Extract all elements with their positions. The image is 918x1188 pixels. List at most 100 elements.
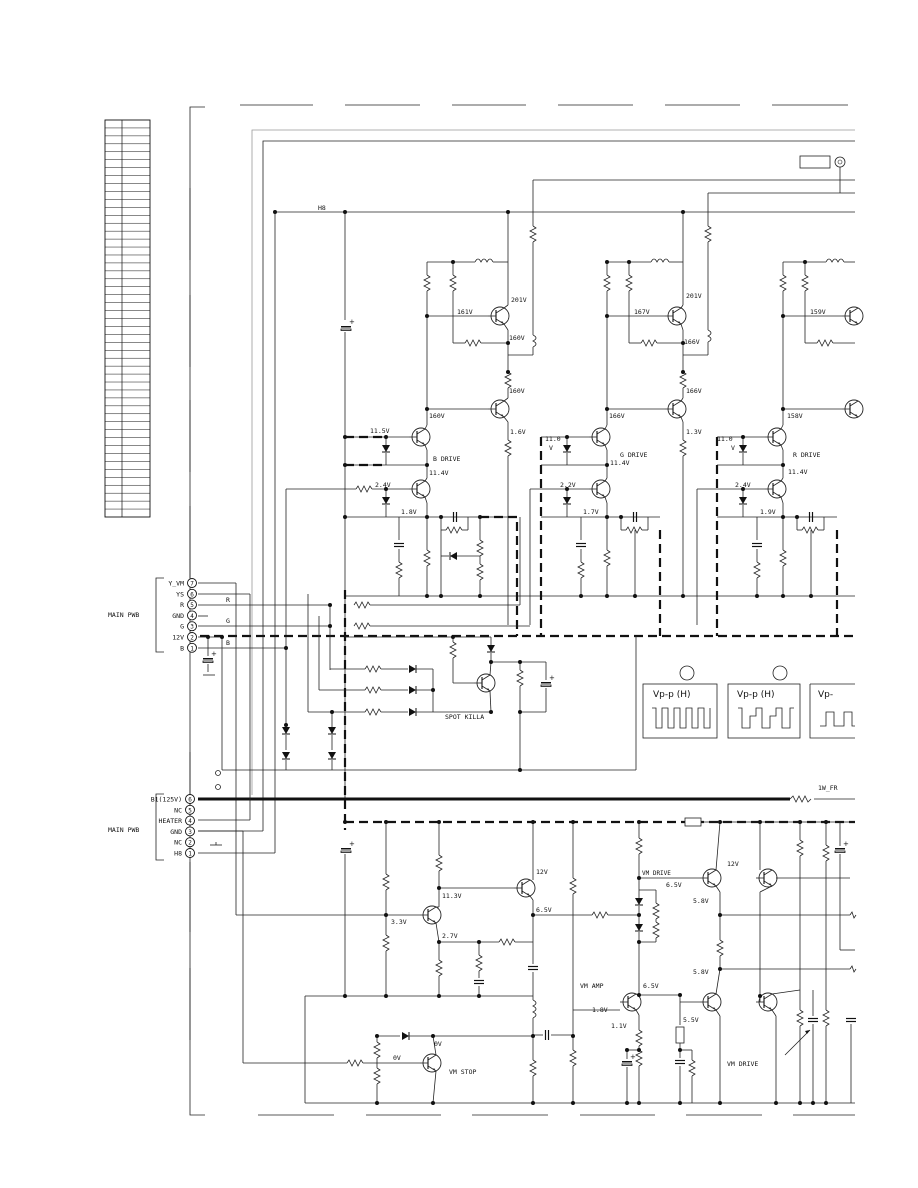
drawing-frame bbox=[189, 104, 855, 1116]
g-low-voltage: 1.7V bbox=[583, 508, 599, 516]
connector-pin-name: Y_VM bbox=[168, 580, 184, 588]
b-low-voltage: 1.8V bbox=[401, 508, 417, 516]
r-drive-stage bbox=[696, 258, 864, 636]
junction-dot bbox=[384, 820, 388, 824]
wire-label-b: B bbox=[226, 639, 230, 647]
junction-dot bbox=[328, 624, 332, 628]
waveform-label-1: Vp-p (H) bbox=[653, 690, 690, 700]
connector-pin-number: 6 bbox=[188, 797, 192, 804]
vm-5-8v-b: 5.8V bbox=[693, 968, 709, 976]
waveform-label-2: Vp-p (H) bbox=[737, 690, 774, 700]
vm-2-7v: 2.7V bbox=[442, 932, 458, 940]
junction-dot bbox=[681, 210, 685, 214]
wire-label-r: R bbox=[226, 596, 230, 604]
connector-pin bbox=[185, 837, 195, 848]
junction-dot bbox=[425, 594, 429, 598]
connector-pin bbox=[187, 642, 197, 653]
junction-dot bbox=[758, 820, 762, 824]
connector-pin bbox=[185, 794, 195, 804]
junction-dot bbox=[718, 913, 722, 917]
connector-pin bbox=[185, 848, 195, 858]
junction-dot bbox=[627, 260, 631, 264]
connector-pin bbox=[187, 621, 197, 632]
junction-dot bbox=[625, 1101, 629, 1105]
b-drive-voltage: 11.5V bbox=[370, 427, 390, 435]
connector-pin bbox=[187, 588, 197, 599]
junction-dot bbox=[478, 594, 482, 598]
junction-dot bbox=[678, 1048, 682, 1052]
junction-dot bbox=[206, 635, 210, 639]
junction-dot bbox=[343, 463, 347, 467]
vm-5-5v: 5.5V bbox=[683, 1016, 699, 1024]
junction-dot bbox=[425, 314, 429, 318]
r-low-voltage: 1.9V bbox=[760, 508, 776, 516]
junction-dot bbox=[681, 594, 685, 598]
junction-dot bbox=[531, 913, 535, 917]
junction-dot bbox=[781, 594, 785, 598]
vm-1-8v: 1.8V bbox=[592, 1006, 608, 1014]
b-emitter-voltage: 160V bbox=[509, 387, 525, 395]
connector-pin-number: 6 bbox=[190, 591, 194, 598]
b-base-voltage: 161V bbox=[457, 308, 473, 316]
connector-pin-number: 3 bbox=[188, 829, 192, 836]
outer-rails: H8 bbox=[251, 129, 855, 853]
junction-dot bbox=[571, 820, 575, 824]
r-stage-labels: 159V 158V 11.0 V R DRIVE 11.4V 2.4V 1.9V bbox=[717, 308, 826, 516]
junction-dot bbox=[678, 993, 682, 997]
connector-pin-name: B1(125V) bbox=[151, 796, 182, 804]
junction-dot bbox=[605, 463, 609, 467]
junction-dot bbox=[220, 635, 224, 639]
vm-5-8v-a: 5.8V bbox=[693, 897, 709, 905]
junction-dot bbox=[375, 1034, 379, 1038]
junction-dot bbox=[343, 994, 347, 998]
junction-dot bbox=[384, 487, 388, 491]
junction-dot bbox=[330, 710, 334, 714]
junction-dot bbox=[637, 820, 641, 824]
junction-dot bbox=[531, 820, 535, 824]
junction-dot bbox=[637, 876, 641, 880]
connector-pin-number: 5 bbox=[188, 807, 192, 814]
junction-dot bbox=[531, 1034, 535, 1038]
junction-dot bbox=[375, 1101, 379, 1105]
junction-dot bbox=[451, 260, 455, 264]
junction-dot bbox=[425, 407, 429, 411]
junction-dot bbox=[384, 435, 388, 439]
junction-dot bbox=[437, 886, 441, 890]
b-top-voltage: 160V bbox=[429, 412, 445, 420]
connector-pin-number: 2 bbox=[190, 635, 194, 642]
vm-6-5v-a: 6.5V bbox=[536, 906, 552, 914]
vm-amp-label: VM AMP bbox=[580, 982, 604, 990]
junction-dot bbox=[637, 1048, 641, 1052]
vm-11-3v: 11.3V bbox=[442, 892, 462, 900]
g-emitter-voltage: 166V bbox=[686, 387, 702, 395]
junction-dot bbox=[637, 1101, 641, 1105]
connector-pin-name: NC bbox=[174, 839, 182, 847]
parts-table bbox=[104, 119, 151, 518]
junction-dot bbox=[328, 603, 332, 607]
connector-pin bbox=[185, 804, 195, 815]
junction-dot bbox=[284, 723, 288, 727]
junction-dot bbox=[637, 993, 641, 997]
top-board-label: MAIN PWB bbox=[108, 611, 139, 619]
h8-net-label: H8 bbox=[318, 204, 326, 212]
vm-0v-a: 0V bbox=[434, 1040, 442, 1048]
junction-dot bbox=[478, 515, 482, 519]
b-collector-voltage: 201V bbox=[511, 296, 527, 304]
junction-dot bbox=[605, 515, 609, 519]
r-out-voltage: 11.4V bbox=[788, 468, 808, 476]
connector-pin-name: G bbox=[180, 623, 184, 631]
junction-dot bbox=[439, 515, 443, 519]
junction-dot bbox=[506, 210, 510, 214]
junction-dot bbox=[781, 463, 785, 467]
junction-dot bbox=[343, 210, 347, 214]
junction-dot bbox=[781, 515, 785, 519]
g-stage-labels: 201V 167V 166V 166V 166V 11.0 V G DRIVE … bbox=[545, 292, 702, 516]
b-out-voltage: 11.4V bbox=[429, 469, 449, 477]
g-drive-stage bbox=[529, 212, 712, 636]
bottom-board-label: MAIN PWB bbox=[108, 826, 139, 834]
junction-dot bbox=[506, 341, 510, 345]
junction-dot bbox=[439, 594, 443, 598]
r-drive-voltage-unit: V bbox=[731, 444, 735, 452]
r-in-voltage: 2.4V bbox=[735, 481, 751, 489]
